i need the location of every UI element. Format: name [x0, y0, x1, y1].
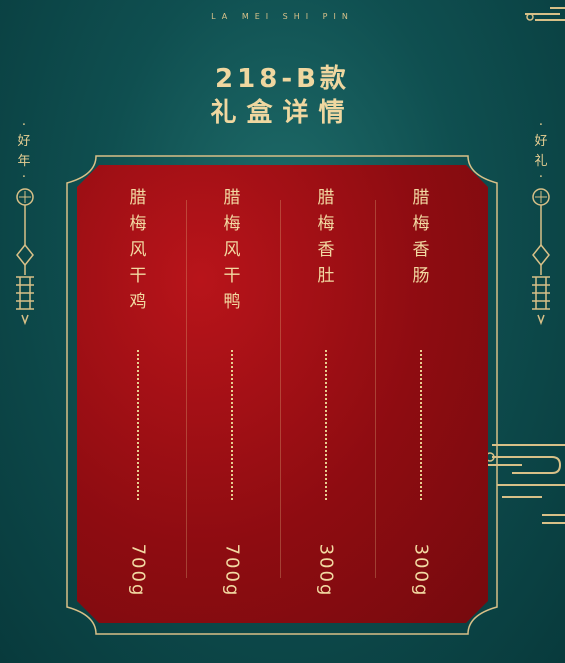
column-divider: [375, 200, 376, 578]
cloud-pattern-icon: [525, 7, 565, 21]
dotted-leader: [420, 350, 422, 500]
product-card: [77, 165, 488, 623]
column-divider: [280, 200, 281, 578]
product-name: 腊梅风干鸭: [223, 188, 241, 312]
column-divider: [186, 200, 187, 578]
product-name: 腊梅风干鸡: [129, 188, 147, 312]
firecracker-right-icon: [532, 188, 550, 326]
dotted-leader: [231, 350, 233, 500]
firecracker-left-icon: [16, 188, 34, 326]
product-weight: 300g: [410, 543, 432, 597]
product-weight: 700g: [127, 543, 149, 597]
product-name: 腊梅香肠: [412, 188, 430, 286]
product-weight: 700g: [221, 543, 243, 597]
product-name: 腊梅香肚: [317, 188, 335, 286]
cloud-pattern-bottom-icon: [484, 444, 565, 524]
page-subtitle: 礼盒详情: [210, 98, 355, 128]
dotted-leader: [325, 350, 327, 500]
product-weight: 300g: [315, 543, 337, 597]
dotted-leader: [137, 350, 139, 500]
page-title: 218-B款: [215, 64, 350, 94]
side-text-left: · 好 年 ·: [17, 118, 31, 185]
card-frame: [66, 155, 498, 635]
brand-tagline: LA MEI SHI PIN: [211, 12, 354, 21]
side-text-right: · 好 礼 ·: [534, 118, 548, 185]
